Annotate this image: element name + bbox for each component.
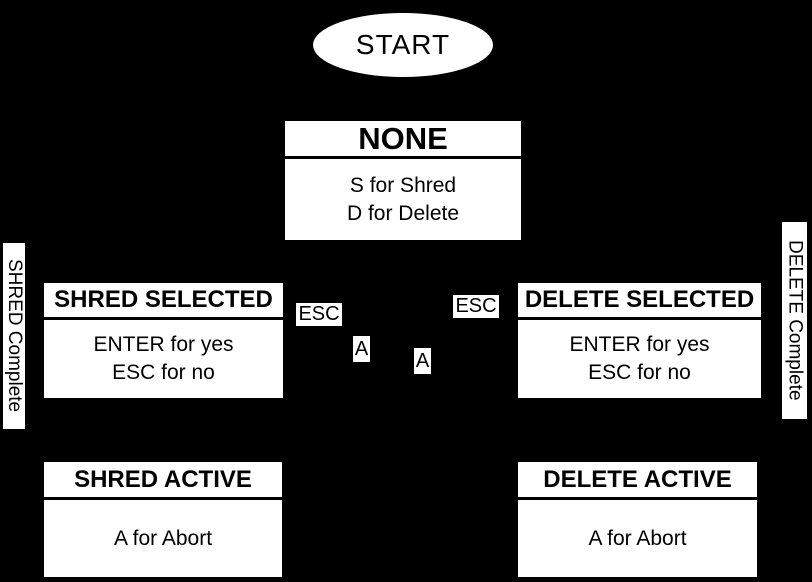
state-delete-active-title: DELETE ACTIVE bbox=[518, 462, 757, 500]
state-shred-selected-line1: ENTER for yes bbox=[93, 333, 234, 356]
state-none-title: NONE bbox=[285, 121, 521, 159]
state-none-body: S for Shred D for Delete bbox=[285, 159, 521, 240]
edge-label-abort-left: A bbox=[353, 336, 370, 362]
edge-label-abort-right: A bbox=[414, 348, 431, 374]
state-shred-active-line1: A for Abort bbox=[113, 526, 213, 550]
side-label-shred-complete: SHRED Complete bbox=[3, 243, 25, 429]
state-delete-active: DELETE ACTIVE A for Abort bbox=[518, 462, 757, 577]
state-none-line1: S for Shred bbox=[349, 173, 457, 197]
state-delete-selected-body: ENTER for yes ESC for no bbox=[518, 320, 761, 398]
state-none: NONE S for Shred D for Delete bbox=[285, 121, 521, 240]
state-shred-selected-body: ENTER for yes ESC for no bbox=[44, 320, 283, 398]
state-delete-selected-title: DELETE SELECTED bbox=[518, 283, 761, 320]
start-node-label: START bbox=[355, 29, 451, 60]
state-delete-active-body: A for Abort bbox=[518, 500, 757, 577]
state-delete-selected-line1: ENTER for yes bbox=[569, 333, 710, 356]
edge-label-esc-right: ESC bbox=[453, 295, 499, 318]
state-delete-selected-line2: ESC for no bbox=[588, 361, 691, 384]
state-shred-active-title: SHRED ACTIVE bbox=[44, 462, 282, 500]
state-none-line2: D for Delete bbox=[346, 201, 460, 225]
start-node: START bbox=[313, 13, 493, 77]
side-label-delete-complete: DELETE Complete bbox=[782, 222, 807, 419]
state-shred-selected-line2: ESC for no bbox=[112, 361, 215, 384]
state-shred-active-body: A for Abort bbox=[44, 500, 282, 577]
edge-label-esc-left: ESC bbox=[296, 303, 342, 326]
state-shred-active: SHRED ACTIVE A for Abort bbox=[44, 462, 282, 577]
state-delete-active-line1: A for Abort bbox=[588, 526, 687, 550]
state-shred-selected-title: SHRED SELECTED bbox=[44, 283, 283, 320]
state-shred-selected: SHRED SELECTED ENTER for yes ESC for no bbox=[44, 283, 283, 398]
state-delete-selected: DELETE SELECTED ENTER for yes ESC for no bbox=[518, 283, 761, 398]
